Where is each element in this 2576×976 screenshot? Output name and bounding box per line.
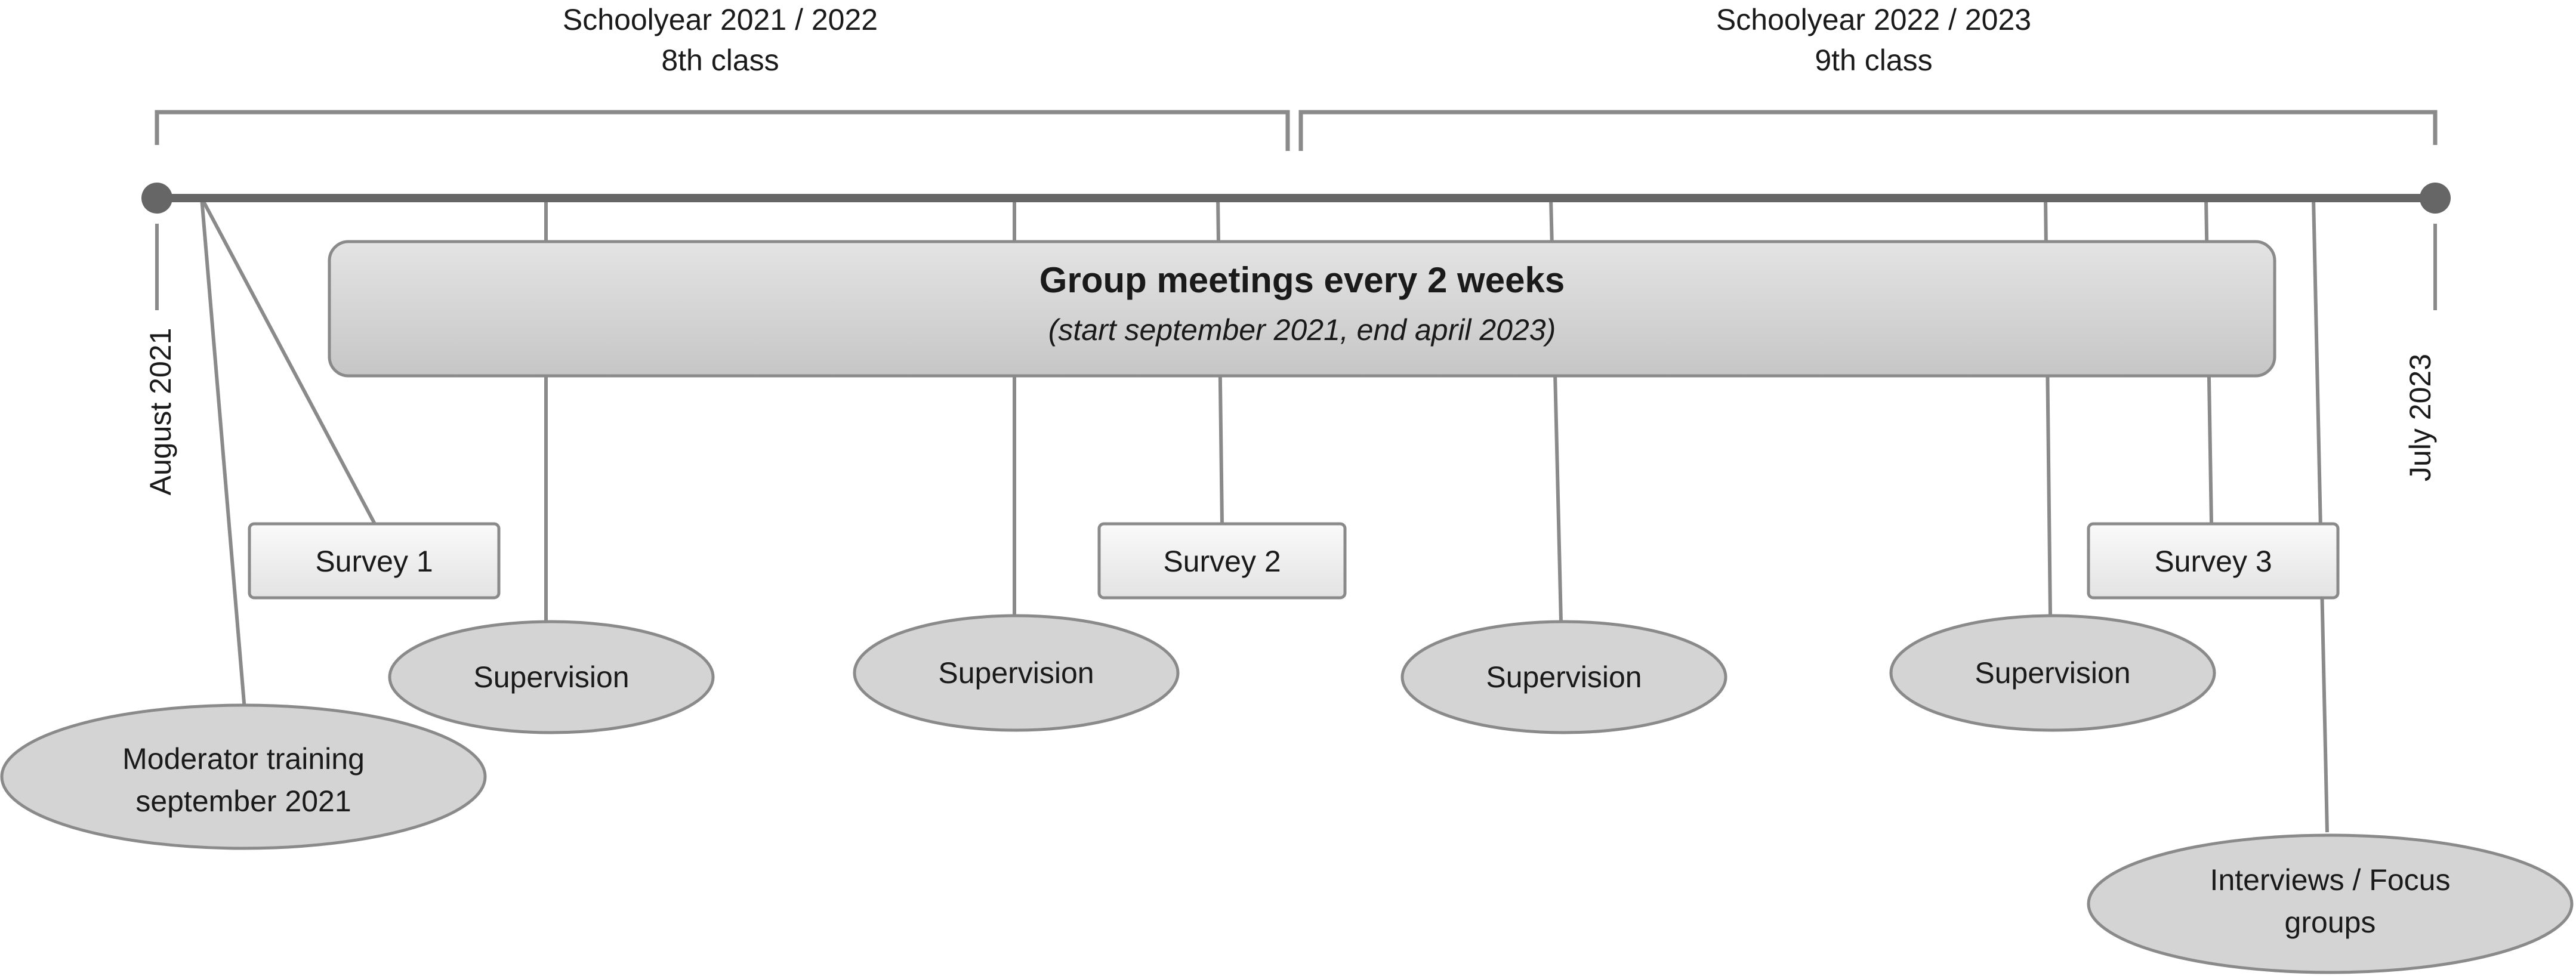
survey-1-connector <box>200 197 377 525</box>
survey-1-label: Survey 1 <box>315 545 433 578</box>
period-2-year: Schoolyear 2022 / 2023 <box>1716 3 2031 36</box>
end-date-label: July 2023 <box>2404 354 2437 481</box>
interviews-ellipse <box>2087 833 2574 974</box>
period-1-bracket <box>155 110 1290 151</box>
moderator-connector <box>200 197 246 711</box>
period-1-grade: 8th class <box>661 44 779 77</box>
timeline-end-dot <box>2420 183 2451 214</box>
interviews-line-2: groups <box>2285 906 2376 939</box>
survey-2-box <box>1097 522 1347 600</box>
group-meetings-bar <box>328 240 2276 378</box>
moderator-training-ellipse <box>0 703 487 850</box>
supervision-4-label: Supervision <box>1975 656 2130 690</box>
moderator-training-line-2: september 2021 <box>135 784 351 818</box>
supervision-3-label: Supervision <box>1486 660 1642 694</box>
period-1-year: Schoolyear 2021 / 2022 <box>563 3 878 36</box>
period-2-grade: 9th class <box>1815 44 1932 77</box>
supervision-2-label: Supervision <box>938 656 1094 690</box>
period-2-bracket <box>1298 110 2438 151</box>
moderator-training-line-1: Moderator training <box>122 742 365 776</box>
timeline-start-dot <box>141 183 172 214</box>
supervision-4-ellipse <box>1889 614 2216 732</box>
group-meetings-subtitle: (start september 2021, end april 2023) <box>1048 313 1556 347</box>
interviews-line-1: Interviews / Focus <box>2210 863 2451 897</box>
group-meetings-title: Group meetings every 2 weeks <box>1039 260 1565 300</box>
supervision-2-ellipse <box>853 614 1180 732</box>
survey-2-label: Survey 2 <box>1163 545 1281 578</box>
start-date-label: August 2021 <box>144 328 177 496</box>
survey-3-box <box>2087 522 2340 600</box>
supervision-3-ellipse <box>1400 620 1727 734</box>
supervision-1-label: Supervision <box>473 660 629 694</box>
survey-1-box <box>248 522 501 600</box>
interviews-connector <box>2312 197 2329 833</box>
survey-3-label: Survey 3 <box>2154 545 2272 578</box>
supervision-1-ellipse <box>388 620 715 734</box>
